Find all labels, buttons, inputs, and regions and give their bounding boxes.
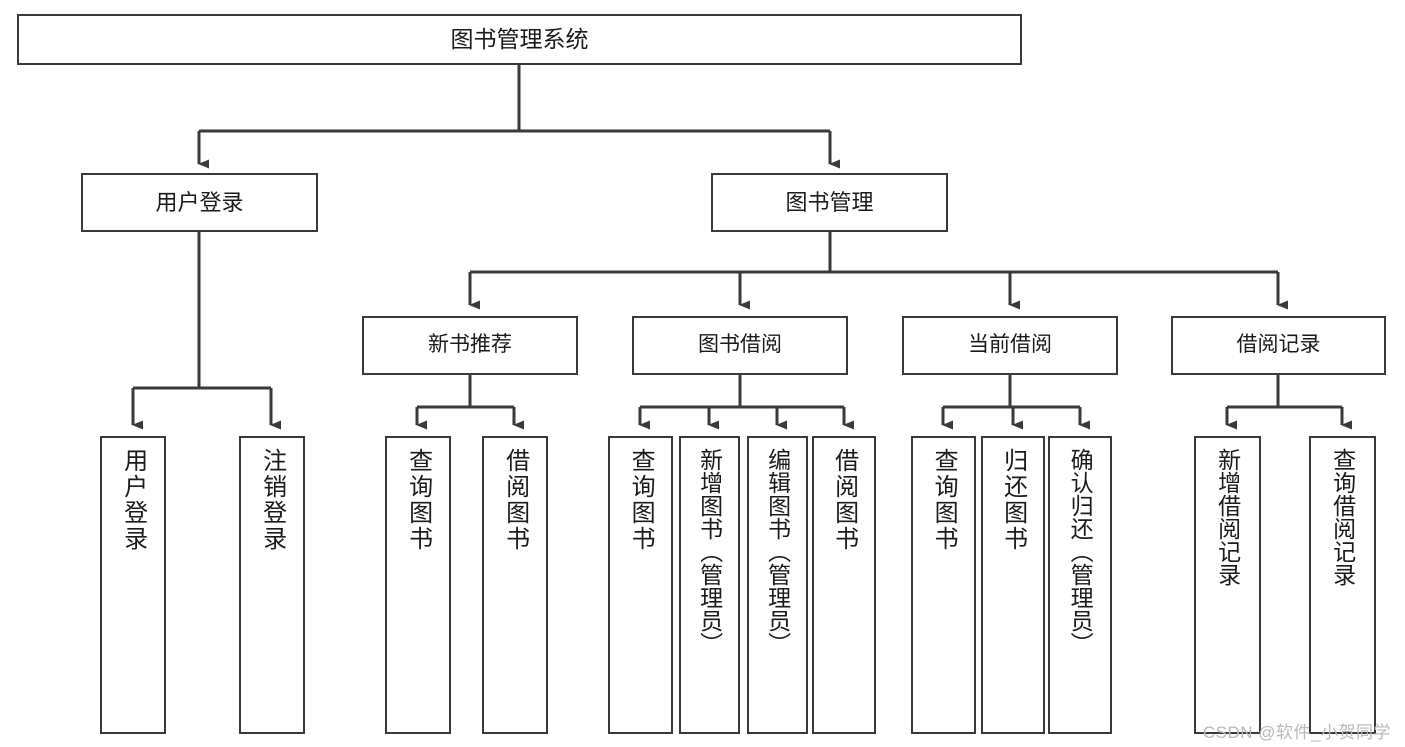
node-label: 图书管理系统 [450, 25, 589, 52]
node-label: 借阅记录 [1236, 333, 1321, 357]
leaf-borrow-book[interactable]: 借阅图书 [812, 436, 876, 734]
node-label: 图书管理 [785, 189, 874, 215]
node-label: 新增图书（管理员） [696, 448, 723, 655]
leaf-query-book-recommend[interactable]: 查询图书 [385, 436, 451, 734]
node-label: 查询借阅记录 [1329, 448, 1356, 586]
node-user-login[interactable]: 用户登录 [81, 173, 318, 232]
node-label: 注销登录 [258, 448, 286, 552]
node-book-borrow[interactable]: 图书借阅 [632, 316, 848, 375]
leaf-add-book-admin[interactable]: 新增图书（管理员） [679, 436, 740, 734]
leaf-user-login[interactable]: 用户登录 [100, 436, 166, 734]
node-label: 图书借阅 [698, 333, 782, 357]
node-book-management[interactable]: 图书管理 [711, 173, 948, 232]
leaf-confirm-return-admin[interactable]: 确认归还（管理员） [1048, 436, 1112, 734]
node-label: 查询图书 [404, 448, 432, 552]
node-new-book-recommend[interactable]: 新书推荐 [362, 316, 578, 375]
node-label: 查询图书 [930, 448, 958, 552]
leaf-query-book-current[interactable]: 查询图书 [911, 436, 976, 734]
node-label: 借阅图书 [501, 448, 529, 552]
leaf-edit-book-admin[interactable]: 编辑图书（管理员） [747, 436, 808, 734]
node-label: 借阅图书 [830, 448, 858, 552]
leaf-add-borrow-record[interactable]: 新增借阅记录 [1194, 436, 1261, 734]
node-borrow-record[interactable]: 借阅记录 [1171, 316, 1386, 375]
node-root-system[interactable]: 图书管理系统 [17, 14, 1022, 65]
node-label: 用户登录 [119, 448, 147, 552]
node-label: 当前借阅 [968, 333, 1052, 357]
node-label: 用户登录 [155, 189, 244, 215]
node-label: 新书推荐 [428, 333, 512, 357]
leaf-query-borrow-record[interactable]: 查询借阅记录 [1309, 436, 1376, 734]
leaf-borrow-book-recommend[interactable]: 借阅图书 [482, 436, 548, 734]
node-current-borrow[interactable]: 当前借阅 [902, 316, 1118, 375]
node-label: 编辑图书（管理员） [764, 448, 791, 655]
node-label: 确认归还（管理员） [1067, 448, 1094, 655]
leaf-logout[interactable]: 注销登录 [239, 436, 305, 734]
node-label: 归还图书 [999, 448, 1027, 552]
node-label: 新增借阅记录 [1214, 448, 1241, 586]
node-label: 查询图书 [627, 448, 655, 552]
leaf-query-book-borrow[interactable]: 查询图书 [608, 436, 673, 734]
leaf-return-book[interactable]: 归还图书 [981, 436, 1045, 734]
watermark-text: CSDN @软件_小贺同学 [1202, 723, 1391, 742]
